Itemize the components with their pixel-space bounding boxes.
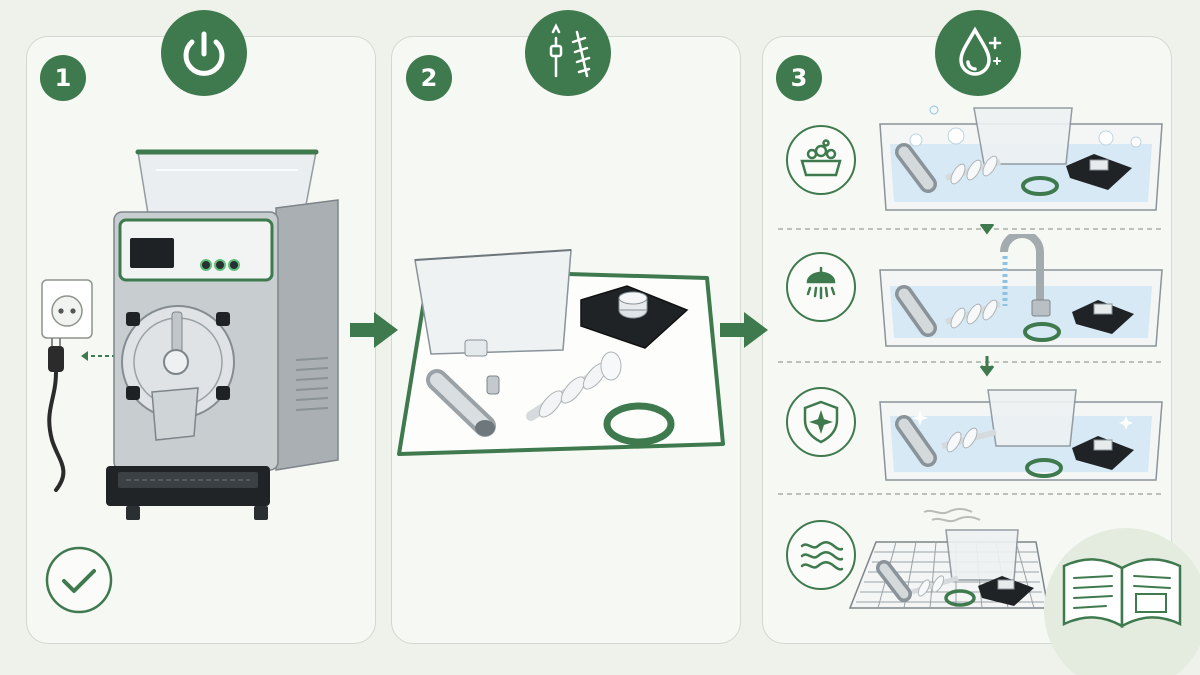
disassembled-parts-tray <box>397 249 725 456</box>
disassembly-tools-icon <box>525 10 611 96</box>
unplug-arrow <box>81 351 116 361</box>
check-icon <box>45 546 113 614</box>
drying-rack-scene <box>848 508 1049 609</box>
sanitize-sink-scene <box>879 389 1163 481</box>
next-step-arrow-1 <box>350 312 398 348</box>
dispenser-machine-illustration <box>41 149 339 520</box>
step-1-number: 1 <box>40 55 86 101</box>
auger-screw-part <box>526 351 622 421</box>
soapy-basin-icon <box>786 125 856 195</box>
o-ring-part <box>603 402 675 446</box>
lid-part <box>580 285 689 349</box>
substep-dividers <box>778 224 1164 495</box>
wash-sink-scene <box>879 105 1163 211</box>
next-step-arrow-2 <box>720 312 768 348</box>
step-2-number: 2 <box>406 55 452 101</box>
air-dry-icon <box>786 520 856 590</box>
sanitize-shield-icon <box>786 387 856 457</box>
spout-tube-part <box>426 369 500 437</box>
drip-tray <box>106 466 270 520</box>
hopper-bowl-part <box>414 249 572 357</box>
open-book-icon <box>1044 528 1200 675</box>
wall-outlet <box>41 279 93 339</box>
shower-rinse-icon <box>786 252 856 322</box>
water-drop-sparkle-icon <box>935 10 1021 96</box>
faucet <box>1000 234 1051 317</box>
rinse-sink-scene <box>879 234 1163 347</box>
unplugged-power-cord <box>47 338 66 492</box>
front-cover-with-knobs <box>121 305 235 441</box>
step-3-number: 3 <box>776 55 822 101</box>
power-icon <box>161 10 247 96</box>
